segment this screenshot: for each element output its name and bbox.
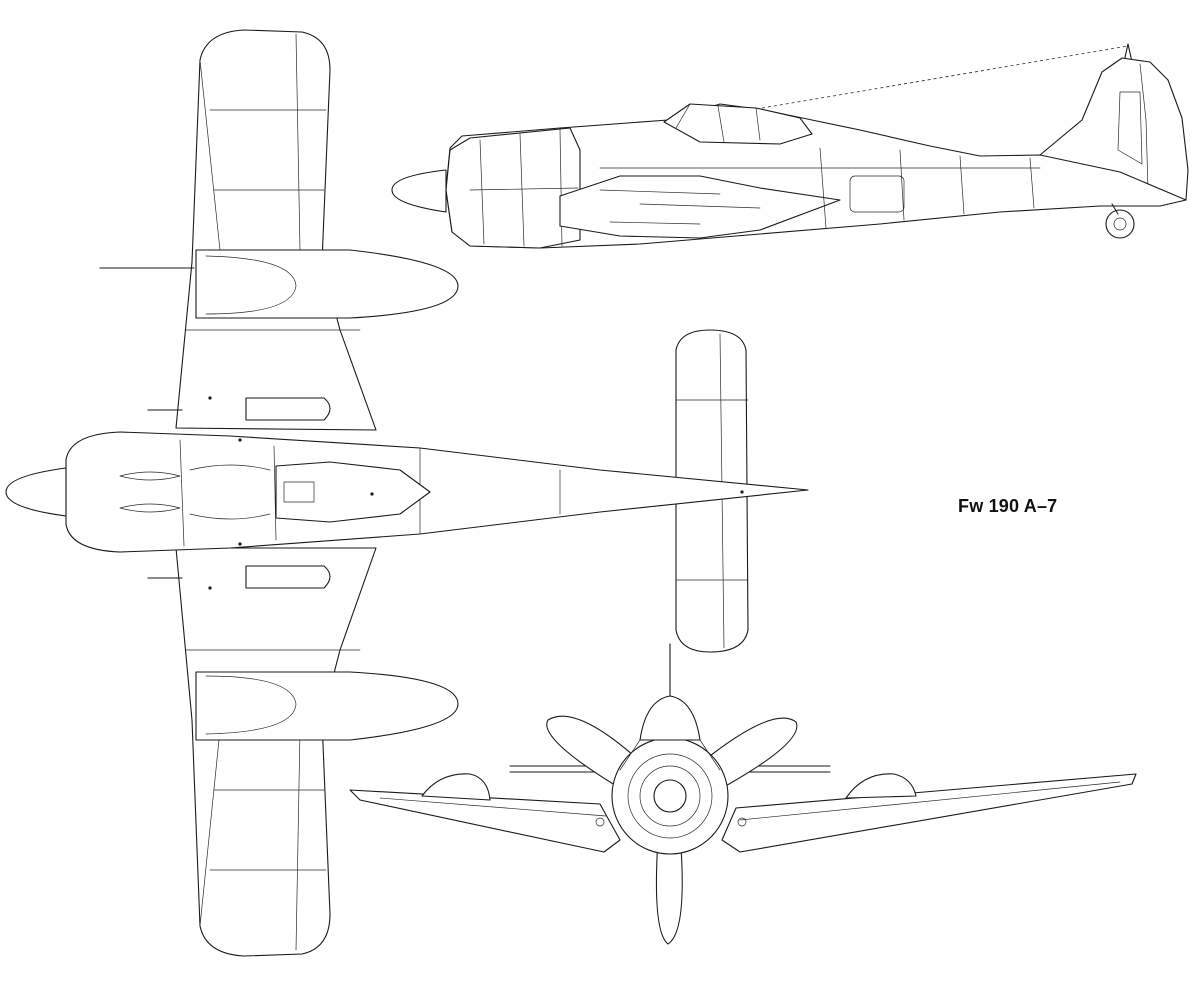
antenna-wire xyxy=(761,45,1129,109)
canopy xyxy=(663,103,813,145)
front-wing-lines xyxy=(379,781,1121,821)
lower-fairing-curve xyxy=(205,675,297,735)
front-view xyxy=(349,643,1137,945)
cowling-panel-lines xyxy=(469,129,579,247)
front-wing-left xyxy=(349,789,621,853)
upper-cannon-bulge xyxy=(245,397,331,421)
upper-fairing-curve xyxy=(205,255,297,315)
antenna-mast xyxy=(1123,43,1133,63)
rudder-hinge-line xyxy=(1139,63,1149,191)
canopy-frame xyxy=(675,103,761,143)
engine-exhausts xyxy=(119,464,271,520)
lower-wing-fairing xyxy=(195,671,459,741)
cockpit-canopy-plan xyxy=(275,461,431,523)
lower-wing-panel-lines xyxy=(185,649,361,951)
wing-guns xyxy=(147,409,183,579)
lower-wing xyxy=(175,547,377,957)
fuselage-plan-lines xyxy=(179,439,561,547)
fuselage-plan xyxy=(65,431,809,553)
plan-view xyxy=(5,29,809,957)
cockpit-seat xyxy=(283,481,315,503)
rudder-tab xyxy=(1117,91,1143,165)
plan-rivets xyxy=(208,396,744,590)
lower-cannon-bulge xyxy=(245,565,331,589)
upper-wing-panel-lines xyxy=(185,33,361,331)
propeller-spinner xyxy=(391,169,447,213)
wing-root-detail xyxy=(599,189,761,225)
front-fan xyxy=(639,765,701,827)
upper-wing-fairing xyxy=(195,249,459,319)
plan-spinner xyxy=(5,467,67,517)
front-bulge-left xyxy=(421,773,491,801)
tailwheel-strut xyxy=(1111,203,1119,215)
side-view xyxy=(391,43,1189,249)
front-cowling-inner xyxy=(627,753,713,839)
tailwheel xyxy=(1105,209,1135,239)
front-spinner xyxy=(653,779,687,813)
front-fuselage-side xyxy=(619,739,721,771)
front-wing-right xyxy=(721,773,1137,853)
fuselage-panel-lines xyxy=(599,147,1041,229)
tailwheel-hub xyxy=(1113,217,1127,231)
front-bulge-right xyxy=(845,773,917,799)
upper-wing xyxy=(175,29,377,431)
access-hatch xyxy=(849,175,905,213)
aircraft-designation-label: Fw 190 A–7 xyxy=(958,496,1058,516)
front-detail-right xyxy=(737,817,747,827)
front-detail-left xyxy=(595,817,605,827)
front-canopy xyxy=(639,695,701,741)
